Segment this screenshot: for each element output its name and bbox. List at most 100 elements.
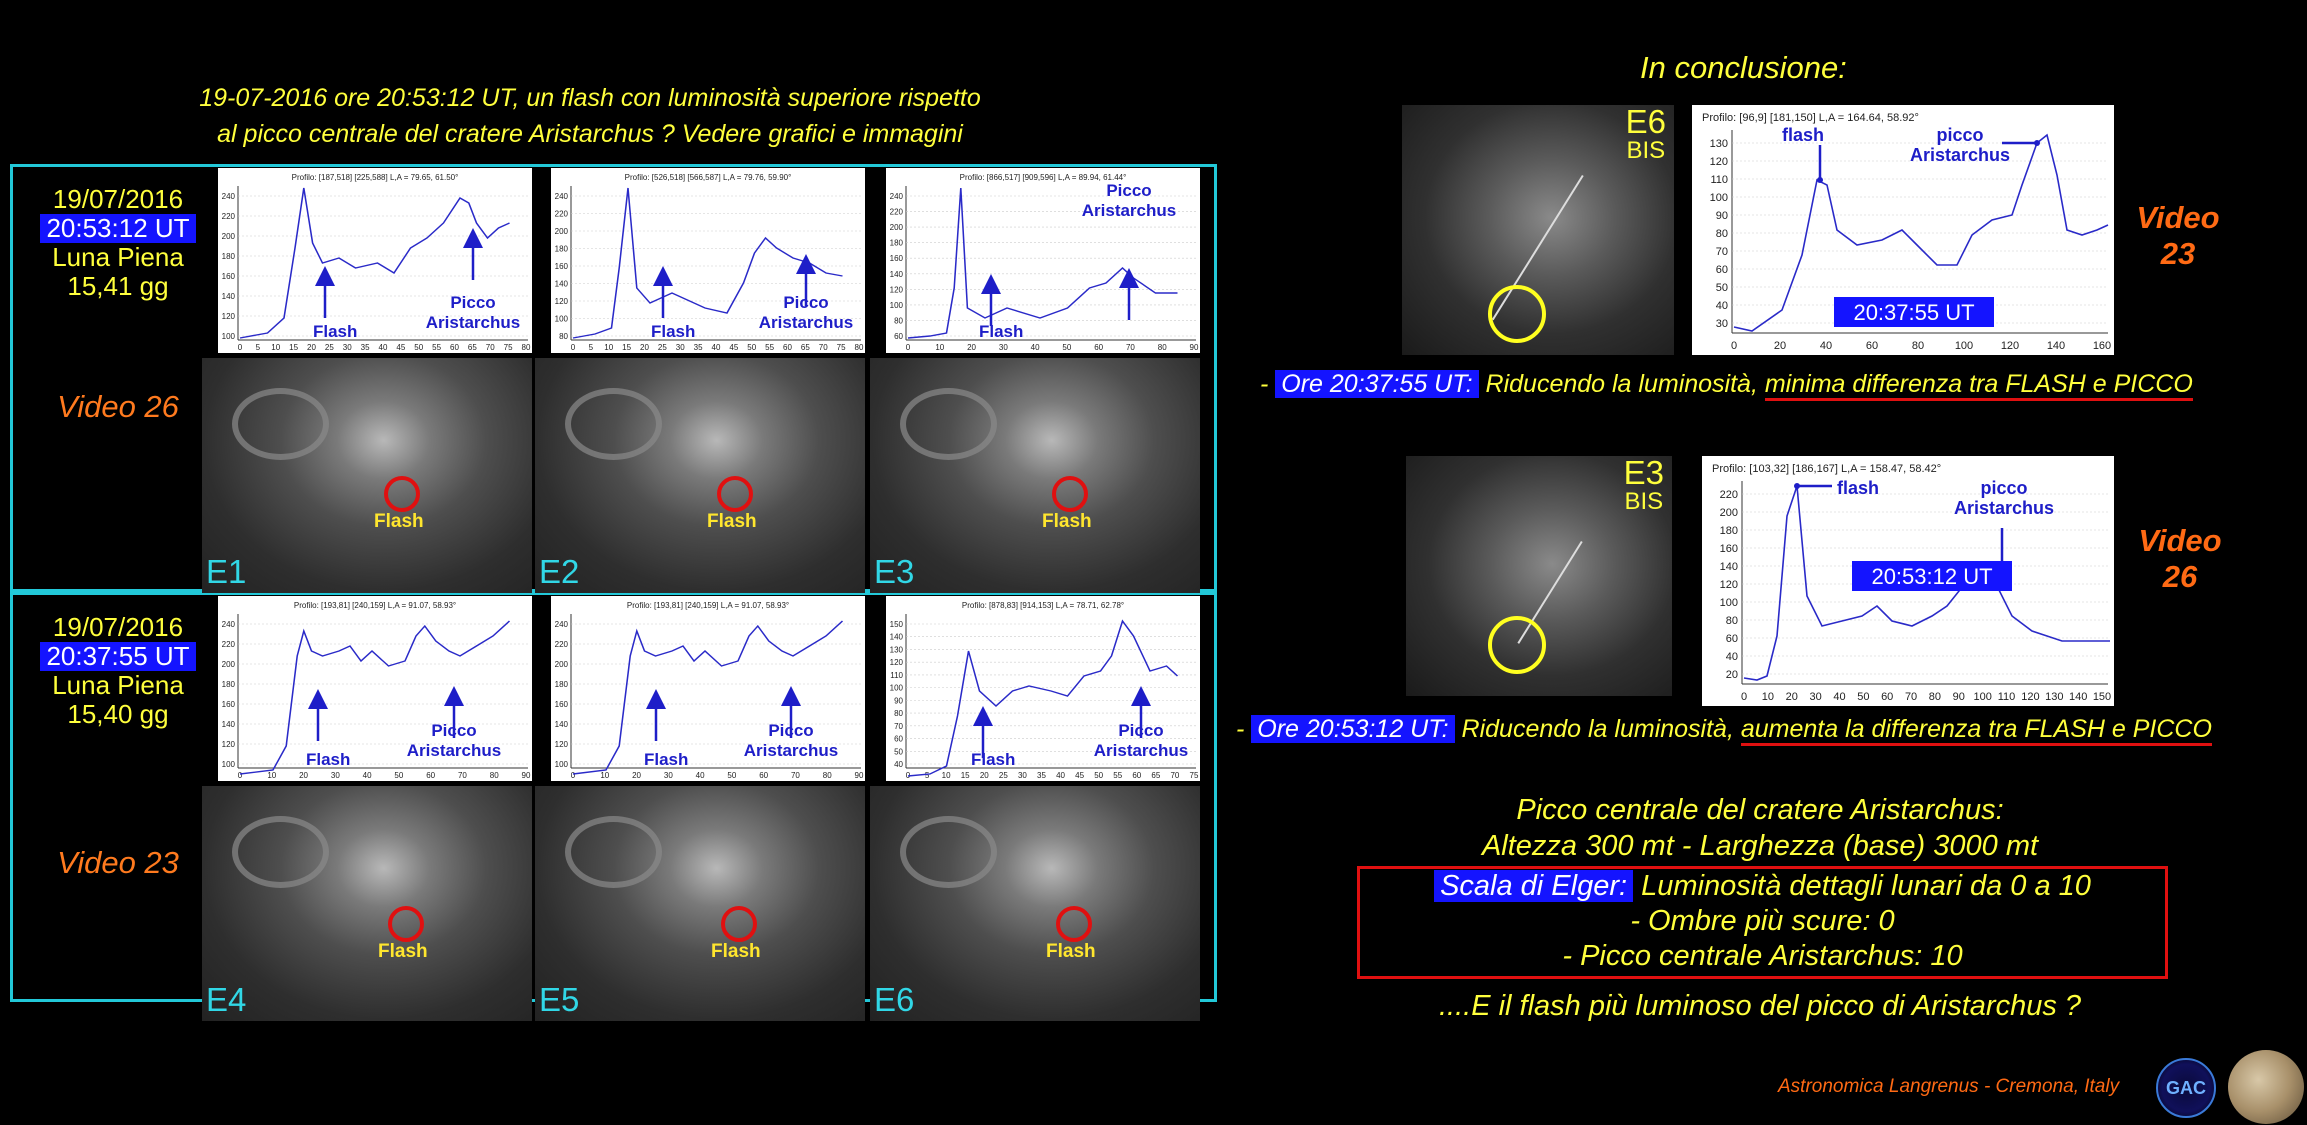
e3bis-label-block: E3 BIS xyxy=(1624,456,1664,514)
graph-aristarchus-label: Aristarchus xyxy=(1954,498,2054,518)
graph-aristarchus-label: Aristarchus xyxy=(1082,201,1176,220)
caption-a: - Ore 20:37:55 UT: Riducendo la luminosi… xyxy=(1260,370,2193,401)
moon-image-e6bis: E6 BIS xyxy=(1402,105,1674,355)
profile-graph-svg: Profilo: [193,81] [240,159] L,A = 91.07,… xyxy=(555,601,864,780)
credit-text: Astronomica Langrenus - Cremona, Italy xyxy=(1778,1076,2120,1097)
x-tick-label: 15 xyxy=(289,343,298,352)
profile-graph: Profilo: [193,81] [240,159] L,A = 91.07,… xyxy=(218,596,532,781)
graph-peak-label: picco xyxy=(1980,478,2027,498)
time-box-text: 20:37:55 UT xyxy=(1853,300,1974,325)
x-tick-label: 15 xyxy=(961,771,970,780)
y-tick-label: 240 xyxy=(890,192,904,201)
x-tick-label: 30 xyxy=(343,343,352,352)
x-tick-label: 40 xyxy=(1056,771,1065,780)
x-tick-label: 10 xyxy=(267,771,276,780)
y-tick-label: 40 xyxy=(894,760,903,769)
x-tick-label: 0 xyxy=(571,343,576,352)
x-tick-label: 80 xyxy=(490,771,499,780)
row2-time: 20:37:55 UT xyxy=(40,642,196,671)
moon-image-e3bis: E3 BIS xyxy=(1406,456,1672,696)
row1-date-block: 19/07/2016 20:53:12 UT Luna Piena 15,41 … xyxy=(18,185,218,301)
y-tick-label: 100 xyxy=(890,301,904,310)
profile-curve xyxy=(239,187,510,339)
graph-aristarchus-label: Aristarchus xyxy=(759,313,853,332)
y-tick-label: 120 xyxy=(1710,156,1728,168)
row2-video-label: Video 23 xyxy=(57,845,179,880)
graph-flash-label: flash xyxy=(1837,478,1879,498)
elger-label: Scala di Elger: xyxy=(1434,870,1634,902)
caption-b-time: Ore 20:53:12 UT: xyxy=(1251,715,1455,743)
profile-graph: Profilo: [866,517] [909,596] L,A = 89.94… xyxy=(886,168,1200,353)
x-tick-label: 55 xyxy=(1113,771,1122,780)
y-tick-label: 60 xyxy=(1726,633,1738,645)
graph-aristarchus-label: Aristarchus xyxy=(1910,145,2010,165)
x-tick-label: 20 xyxy=(307,343,316,352)
y-tick-label: 160 xyxy=(222,700,236,709)
y-tick-label: 120 xyxy=(890,285,904,294)
x-tick-label: 15 xyxy=(622,343,631,352)
panel-label: E5 xyxy=(539,981,580,1018)
y-tick-label: 200 xyxy=(222,660,236,669)
page-title: 19-07-2016 ore 20:53:12 UT, un flash con… xyxy=(199,84,981,148)
x-tick-label: 100 xyxy=(1973,691,1991,703)
panel-label: E3 xyxy=(874,553,915,590)
x-tick-label: 90 xyxy=(522,771,531,780)
y-tick-label: 110 xyxy=(1710,174,1728,186)
x-tick-label: 150 xyxy=(2093,691,2111,703)
graph-flash-label: Flash xyxy=(651,322,695,341)
profile-cell-e2: Profilo: [526,518] [566,587] L,A = 79.76… xyxy=(535,168,865,593)
e6bis-label: E6 xyxy=(1625,103,1666,140)
y-tick-label: 100 xyxy=(555,760,569,769)
gac-logo: GAC xyxy=(2156,1058,2216,1118)
y-tick-label: 180 xyxy=(555,245,569,254)
flash-circle xyxy=(1488,285,1546,343)
x-tick-label: 75 xyxy=(1190,771,1199,780)
y-tick-label: 120 xyxy=(555,740,569,749)
x-tick-label: 30 xyxy=(1018,771,1027,780)
x-tick-label: 50 xyxy=(727,771,736,780)
caption-a-time: Ore 20:37:55 UT: xyxy=(1275,370,1479,398)
y-tick-label: 140 xyxy=(222,720,236,729)
profile-curve xyxy=(239,620,511,775)
x-tick-label: 30 xyxy=(331,771,340,780)
conclusion-panel-b: E3 BIS Profilo: [103,32] [186,167] L,A =… xyxy=(1406,456,2114,706)
x-tick-label: 60 xyxy=(450,343,459,352)
arrow-head xyxy=(2034,140,2040,146)
y-tick-label: 140 xyxy=(1720,561,1738,573)
x-tick-label: 60 xyxy=(759,771,768,780)
facts-line1: Picco centrale del cratere Aristarchus: xyxy=(1516,794,2004,826)
y-tick-label: 40 xyxy=(1716,300,1728,312)
x-tick-label: 80 xyxy=(1929,691,1941,703)
y-tick-label: 40 xyxy=(1726,651,1738,663)
x-tick-label: 75 xyxy=(837,343,846,352)
y-tick-label: 50 xyxy=(1716,282,1728,294)
x-tick-label: 35 xyxy=(361,343,370,352)
graph-header: Profilo: [878,83] [914,153] L,A = 78.71,… xyxy=(962,601,1124,610)
y-tick-label: 180 xyxy=(222,252,236,261)
graph-aristarchus-label: Aristarchus xyxy=(407,741,501,760)
x-tick-label: 45 xyxy=(396,343,405,352)
crater-ring xyxy=(232,388,329,460)
x-tick-label: 5 xyxy=(256,343,261,352)
y-tick-label: 100 xyxy=(890,684,904,693)
x-tick-label: 40 xyxy=(696,771,705,780)
crater-ring xyxy=(900,816,997,888)
x-tick-label: 40 xyxy=(379,343,388,352)
x-tick-label: 140 xyxy=(2069,691,2087,703)
y-tick-label: 70 xyxy=(894,722,903,731)
x-tick-label: 90 xyxy=(1953,691,1965,703)
time-box xyxy=(1834,297,1994,327)
y-tick-label: 100 xyxy=(1720,597,1738,609)
profile-graph: Profilo: [878,83] [914,153] L,A = 78.71,… xyxy=(886,596,1200,781)
x-tick-label: 80 xyxy=(522,343,531,352)
y-tick-label: 120 xyxy=(890,658,904,667)
flash-circle xyxy=(384,476,420,512)
e6bis-sub: BIS xyxy=(1626,137,1666,164)
image-flash-label: Flash xyxy=(374,511,424,532)
x-tick-label: 0 xyxy=(238,771,243,780)
graph-header: Profilo: [103,32] [186,167] L,A = 158.47… xyxy=(1712,463,1941,475)
y-tick-label: 140 xyxy=(890,270,904,279)
moon-logo xyxy=(2228,1050,2304,1124)
profile-graph: Profilo: [187,518] [225,588] L,A = 79.65… xyxy=(218,168,532,353)
